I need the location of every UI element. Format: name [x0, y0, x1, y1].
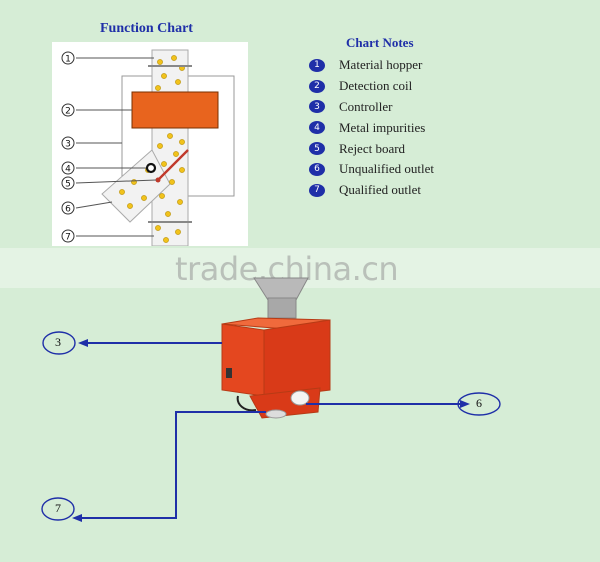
arrowhead-controller	[78, 339, 88, 347]
marker-group: 1 2 3 4 5 6 7	[61, 51, 75, 243]
note-number: 3	[309, 100, 325, 114]
power-cable	[236, 395, 257, 412]
material-pellets	[119, 55, 185, 243]
note-label: Unqualified outlet	[339, 161, 434, 177]
marker-2-label: 2	[65, 107, 71, 117]
note-number: 6	[309, 162, 325, 176]
callout-unqualified-label: 6	[476, 396, 482, 410]
metal-impurity-icon	[145, 162, 157, 174]
box-right-face	[263, 319, 331, 399]
note-number: 2	[309, 79, 325, 93]
reject-pivot	[155, 177, 161, 183]
note-item-7: 7 Qualified outlet	[307, 180, 434, 201]
marker-6-label: 6	[65, 205, 71, 215]
note-item-4: 4 Metal impurities	[307, 117, 434, 138]
note-label: Qualified outlet	[339, 182, 421, 198]
marker-2: 2	[61, 103, 75, 117]
callout-qualified-label: 7	[55, 501, 61, 515]
leader-lines	[75, 57, 157, 237]
note-number: 4	[309, 121, 325, 135]
marker-5-label: 5	[65, 180, 71, 190]
note-item-5: 5 Reject board	[307, 138, 434, 159]
callout-controller-label: 3	[55, 335, 61, 349]
marker-1-label: 1	[65, 55, 71, 65]
callout-qualified-ring	[41, 497, 75, 521]
note-number: 7	[309, 183, 325, 197]
callout-controller-ring	[42, 331, 76, 355]
marker-3: 3	[61, 136, 75, 150]
callout-arrows	[80, 342, 462, 519]
marker-7: 7	[61, 229, 75, 243]
note-label: Detection coil	[339, 78, 413, 94]
marker-4: 4	[61, 161, 75, 175]
note-label: Controller	[339, 98, 393, 114]
hopper-neck	[267, 297, 297, 319]
box-switch	[226, 368, 232, 378]
marker-4-label: 4	[65, 165, 71, 175]
arrowhead-qualified	[72, 514, 82, 522]
callout-unqualified-ring	[457, 392, 501, 416]
note-label: Metal impurities	[339, 119, 426, 135]
marker-6: 6	[61, 201, 75, 215]
box-left-face	[221, 323, 265, 397]
hopper-icon	[253, 277, 309, 301]
chart-notes: Chart Notes 1 Material hopper 2 Detection …	[307, 35, 434, 201]
marker-3-label: 3	[65, 140, 71, 150]
note-item-6: 6 Unqualified outlet	[307, 159, 434, 180]
note-number: 5	[309, 142, 325, 156]
arrowhead-unqualified	[460, 400, 470, 408]
marker-1: 1	[61, 51, 75, 65]
unqualified-outlet-icon	[290, 390, 310, 406]
note-number: 1	[309, 58, 325, 72]
note-label: Material hopper	[339, 57, 423, 73]
marker-7-label: 7	[65, 233, 71, 243]
function-chart-panel: 1 2 3 4 5 6 7	[52, 42, 248, 247]
qualified-outlet-icon	[265, 409, 287, 419]
reject-board	[157, 149, 189, 181]
function-chart-diagram: 1 2 3 4 5 6 7	[61, 49, 235, 247]
function-chart-title: Function Chart	[100, 21, 193, 36]
marker-5: 5	[61, 176, 75, 190]
note-label: Reject board	[339, 140, 406, 156]
arrow-qualified	[80, 411, 266, 519]
note-item-2: 2 Detection coil	[307, 76, 434, 97]
note-item-1: 1 Material hopper	[307, 55, 434, 76]
chart-notes-title: Chart Notes	[346, 35, 414, 50]
note-item-3: 3 Controller	[307, 97, 434, 118]
